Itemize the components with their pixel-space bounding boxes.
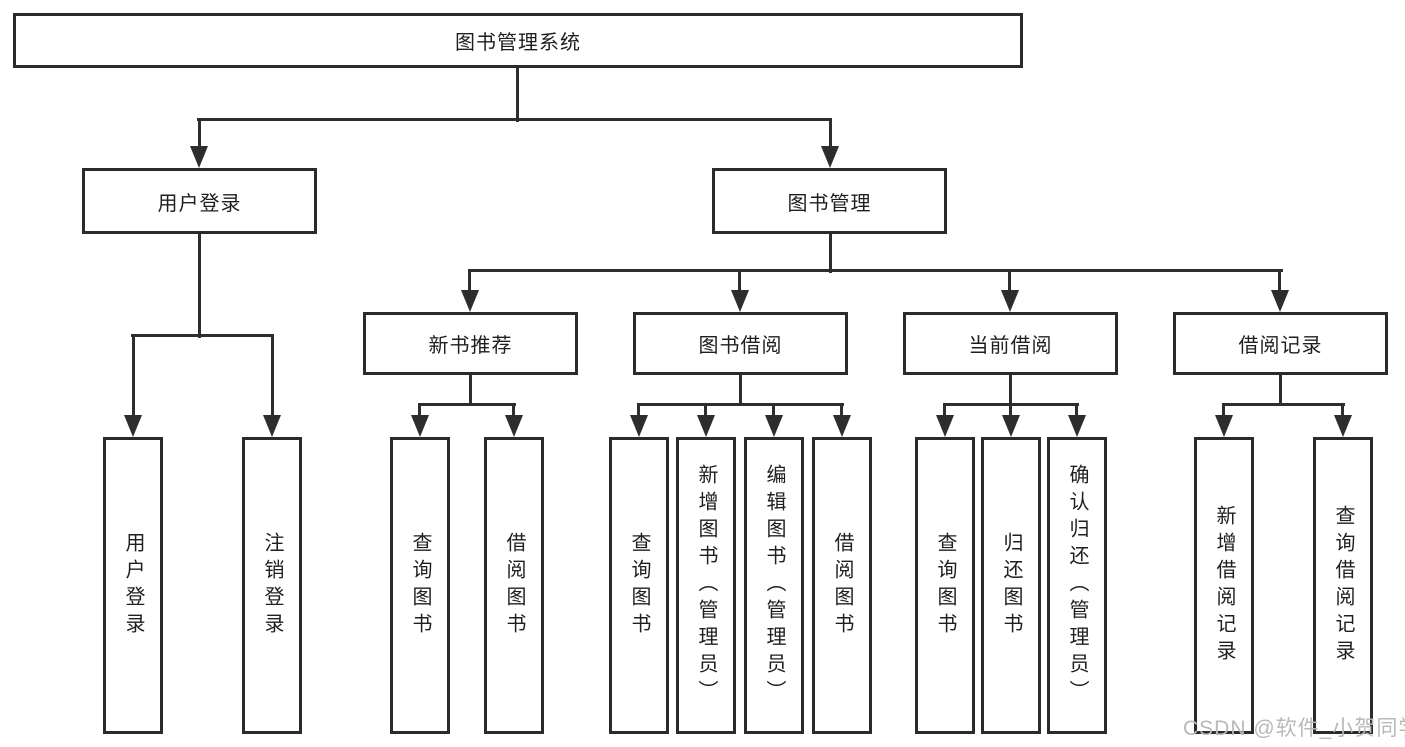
leaf-query-book-3: 查询图书 [915, 437, 975, 734]
connector-line [738, 269, 741, 292]
leaf-borrow-book-1: 借阅图书 [484, 437, 544, 734]
leaf-borrow-book-1-label: 借阅图书 [503, 531, 525, 640]
connector-line [829, 234, 832, 273]
connector-line [637, 403, 640, 417]
leaf-query-book-2: 查询图书 [609, 437, 669, 734]
node-current-borrowing: 当前借阅 [903, 312, 1118, 375]
connector-line [198, 234, 201, 338]
connector-arrow [765, 415, 783, 437]
leaf-add-book-admin: 新增图书（管理员） [676, 437, 736, 734]
leaf-logout-label: 注销登录 [261, 531, 283, 640]
node-book-management-label: 图书管理 [787, 192, 872, 215]
connector-line [1222, 403, 1345, 406]
csdn-watermark: CSDN @软件_小贺同学 [1183, 717, 1405, 740]
node-new-book-recommend: 新书推荐 [363, 312, 578, 375]
node-borrowing-records-label: 借阅记录 [1238, 335, 1323, 357]
leaf-return-book-label: 归还图书 [1000, 531, 1022, 640]
leaf-user-login-label: 用户登录 [122, 531, 144, 640]
connector-line [516, 68, 519, 122]
connector-arrow [505, 415, 523, 437]
node-book-borrowing-label: 图书借阅 [698, 335, 783, 357]
leaf-borrow-book-2-label: 借阅图书 [831, 531, 853, 640]
connector-arrow [263, 415, 281, 437]
connector-arrow [461, 290, 479, 312]
leaf-query-book-1-label: 查询图书 [409, 531, 431, 640]
connector-arrow [1334, 415, 1352, 437]
leaf-edit-book-admin: 编辑图书（管理员） [744, 437, 804, 734]
connector-line [840, 403, 843, 417]
connector-arrow [411, 415, 429, 437]
connector-line [1009, 375, 1012, 405]
leaf-add-book-admin-label: 新增图书（管理员） [695, 464, 717, 707]
connector-line [131, 334, 274, 337]
node-book-borrowing: 图书借阅 [633, 312, 848, 375]
leaf-user-login: 用户登录 [103, 437, 163, 734]
connector-line [418, 403, 421, 417]
connector-arrow [821, 146, 839, 168]
leaf-confirm-return-admin: 确认归还（管理员） [1047, 437, 1107, 734]
connector-arrow [190, 146, 208, 168]
leaf-borrow-book-2: 借阅图书 [812, 437, 872, 734]
connector-line [1009, 403, 1012, 417]
leaf-confirm-return-admin-label: 确认归还（管理员） [1066, 464, 1088, 707]
connector-arrow [1215, 415, 1233, 437]
node-current-borrowing-label: 当前借阅 [968, 335, 1053, 357]
connector-line [943, 403, 946, 417]
connector-line [197, 118, 832, 121]
connector-line [469, 375, 472, 405]
node-new-book-recommend-label: 新书推荐 [428, 335, 513, 357]
leaf-query-book-1: 查询图书 [390, 437, 450, 734]
connector-line [468, 269, 471, 292]
node-root: 图书管理系统 [13, 13, 1023, 68]
leaf-query-book-3-label: 查询图书 [934, 531, 956, 640]
connector-arrow [936, 415, 954, 437]
leaf-query-book-2-label: 查询图书 [628, 531, 650, 640]
leaf-query-borrow-record-label: 查询借阅记录 [1332, 504, 1354, 667]
node-user-login-label: 用户登录 [157, 192, 242, 215]
connector-arrow [1068, 415, 1086, 437]
connector-line [637, 403, 844, 406]
connector-line [1222, 403, 1225, 417]
connector-line [198, 118, 201, 148]
leaf-query-borrow-record: 查询借阅记录 [1313, 437, 1373, 734]
leaf-edit-book-admin-label: 编辑图书（管理员） [763, 464, 785, 707]
connector-line [772, 403, 775, 417]
leaf-logout: 注销登录 [242, 437, 302, 734]
node-borrowing-records: 借阅记录 [1173, 312, 1388, 375]
connector-line [1279, 375, 1282, 405]
connector-line [739, 375, 742, 405]
node-book-management: 图书管理 [712, 168, 947, 234]
connector-arrow [1271, 290, 1289, 312]
connector-line [1278, 269, 1281, 292]
connector-arrow [630, 415, 648, 437]
connector-arrow [833, 415, 851, 437]
connector-line [132, 334, 135, 417]
connector-arrow [731, 290, 749, 312]
connector-line [271, 334, 274, 417]
connector-arrow [1002, 415, 1020, 437]
connector-line [1341, 403, 1344, 417]
connector-arrow [1001, 290, 1019, 312]
connector-arrow [124, 415, 142, 437]
connector-line [468, 269, 1283, 272]
node-user-login: 用户登录 [82, 168, 317, 234]
leaf-add-borrow-record-label: 新增借阅记录 [1213, 504, 1235, 667]
connector-line [512, 403, 515, 417]
connector-line [1075, 403, 1078, 417]
connector-line [704, 403, 707, 417]
leaf-return-book: 归还图书 [981, 437, 1041, 734]
leaf-add-borrow-record: 新增借阅记录 [1194, 437, 1254, 734]
node-root-label: 图书管理系统 [455, 32, 581, 54]
connector-line [829, 118, 832, 148]
connector-line [1008, 269, 1011, 292]
connector-arrow [697, 415, 715, 437]
connector-line [418, 403, 516, 406]
